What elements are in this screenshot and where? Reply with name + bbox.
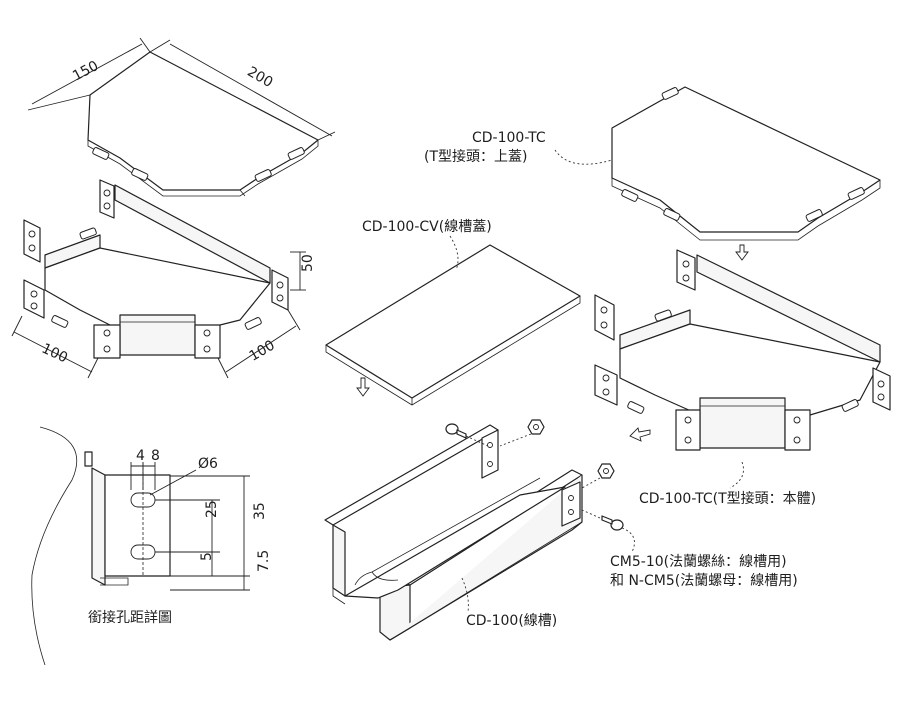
- dim-detail-35: 35: [252, 502, 268, 520]
- dim-body-height: 50: [300, 254, 316, 272]
- bolt-head-icon-2: [610, 519, 624, 531]
- dim-detail-7-5: 7.5: [256, 550, 272, 572]
- label-cover-tc-desc: (T型接頭：上蓋): [424, 148, 527, 165]
- label-bolt-line2: 和 N-CM5(法蘭螺母：線槽用): [610, 573, 798, 589]
- cv-down-arrow: [356, 377, 370, 397]
- hole-detail: 4 8 Ø6 25 5 35 7.5 銜接孔距詳圖: [31, 426, 272, 666]
- dim-detail-diameter: Ø6: [198, 456, 218, 472]
- label-hole-detail-title: 銜接孔距詳圖: [88, 609, 172, 626]
- detail-break-line: [31, 426, 78, 666]
- channel-cd100: CM5-10(法蘭螺絲：線槽用) 和 N-CM5(法蘭螺母：線槽用) CD-10…: [324, 419, 798, 641]
- label-cover-tc-code: CD-100-TC: [472, 130, 546, 146]
- dim-body-left: 100: [39, 341, 70, 367]
- channel-cover-cv: CD-100-CV(線槽蓋): [325, 219, 581, 406]
- label-cover-cv: CD-100-CV(線槽蓋): [362, 219, 492, 235]
- label-body-tc: CD-100-TC(T型接頭：本體): [639, 490, 816, 507]
- tc-body-left-arrow: [629, 427, 651, 442]
- dim-detail-25: 25: [204, 500, 220, 518]
- label-bolt-line1: CM5-10(法蘭螺絲：線槽用): [610, 554, 787, 570]
- dim-cover-width: 150: [70, 58, 101, 85]
- tee-cover-plate: [87, 51, 319, 191]
- tee-body-dimensioned: 50 100 100: [11, 179, 316, 379]
- dim-cover-length: 200: [244, 64, 275, 91]
- bolt-head-icon: [445, 423, 459, 435]
- tee-cover-tc: CD-100-TC (T型接頭：上蓋): [424, 86, 881, 261]
- tee-body-tc: CD-100-TC(T型接頭：本體): [594, 249, 891, 507]
- dim-detail-5: 5: [199, 552, 215, 561]
- channel-floor: [344, 486, 566, 599]
- tc-cover-plate: [611, 86, 881, 233]
- tc-down-arrow: [735, 244, 749, 261]
- label-channel: CD-100(線槽): [466, 613, 557, 629]
- tee-cover-dimensioned: 150 200: [27, 37, 336, 197]
- channel-left-wall: [324, 424, 499, 526]
- dim-detail-8: 8: [151, 448, 160, 464]
- dim-detail-4: 4: [136, 448, 145, 464]
